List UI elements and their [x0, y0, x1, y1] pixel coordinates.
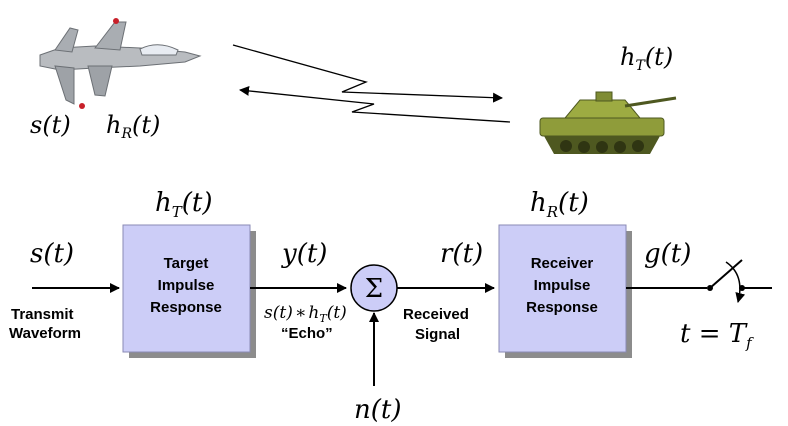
convolution-label: s(t)∗hT(t) — [264, 303, 347, 325]
transmit-path-icon — [232, 44, 503, 103]
sampler-switch-icon — [707, 259, 772, 303]
target-block-line2: Impulse — [158, 277, 215, 294]
target-block-line1: Target — [164, 255, 209, 272]
echo-path-icon — [239, 85, 511, 123]
noise-signal-label: n(t) — [354, 395, 401, 425]
target-block-line3: Response — [150, 299, 222, 316]
input-signal-label: s(t) — [30, 239, 74, 269]
receiver-block-header: hR(t) — [530, 188, 589, 221]
output-signal-label: g(t) — [644, 239, 691, 269]
receiver-block-line2: Impulse — [534, 277, 591, 294]
echo-label: “Echo” — [281, 325, 333, 342]
receiver-block-line1: Receiver — [531, 255, 594, 272]
echo-signal-label: y(t) — [281, 239, 327, 269]
tank-icon — [539, 91, 677, 154]
receiver-block — [498, 224, 627, 353]
sample-time-label: t = Tf — [680, 319, 754, 352]
receiver-block-line3: Response — [526, 299, 598, 316]
signal-label: Signal — [415, 326, 460, 343]
aircraft-signal-label: s(t) — [30, 111, 71, 139]
target-block-header: hT(t) — [155, 188, 213, 221]
received-label: Received — [403, 306, 469, 323]
received-signal-label: r(t) — [440, 239, 483, 269]
sigma-icon: Σ — [365, 274, 383, 304]
fighter-jet-icon — [39, 18, 202, 109]
target-block — [122, 224, 251, 353]
tank-response-label: hT(t) — [620, 43, 673, 74]
aircraft-receiver-label: hR(t) — [106, 111, 160, 142]
waveform-label: Waveform — [9, 325, 81, 342]
transmit-label: Transmit — [11, 306, 74, 323]
